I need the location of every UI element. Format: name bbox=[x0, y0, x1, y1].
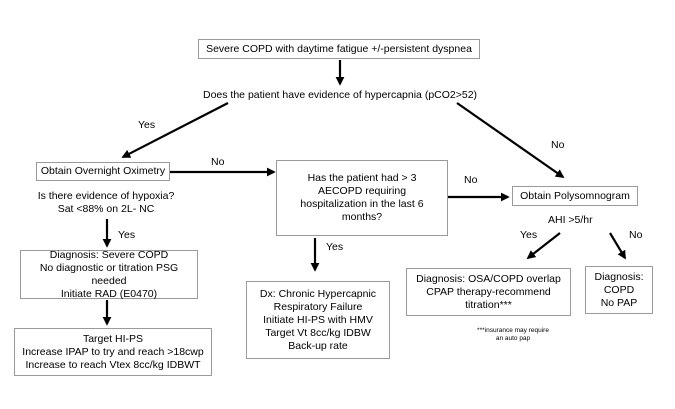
ahi-label: AHI >5/hr bbox=[548, 214, 593, 226]
diagnosis-severe-copd-line-3: Initiate RAD (E0470) bbox=[60, 287, 158, 300]
dx-chronic-line-4: Target Vt 8cc/kg IDBW bbox=[265, 326, 371, 339]
start-box: Severe COPD with daytime fatigue +/-pers… bbox=[198, 39, 480, 59]
yes-label-ahi: Yes bbox=[520, 229, 538, 241]
dx-chronic-line-5: Back-up rate bbox=[288, 339, 348, 352]
yes-label-aecopd: Yes bbox=[326, 241, 344, 253]
diagnosis-copd-line-1: Diagnosis: bbox=[594, 270, 644, 283]
aecopd-line-2: AECOPD requiring bbox=[317, 185, 407, 197]
diagnosis-copd-line-2: COPD bbox=[603, 283, 635, 296]
no-label-oximetry: No bbox=[211, 156, 225, 168]
diagnosis-osa-line-3: titration*** bbox=[465, 298, 512, 311]
diagnosis-copd-box: Diagnosis: COPD No PAP bbox=[585, 266, 653, 314]
target-hi-ps-box: Target HI-PS Increase IPAP to try and re… bbox=[14, 328, 212, 376]
insurance-note-line-2: an auto pap bbox=[495, 335, 531, 342]
no-label-hypercapnia: No bbox=[551, 139, 565, 151]
hypoxia-question: Is there evidence of hypoxia? Sat <88% o… bbox=[26, 190, 186, 216]
aecopd-line-3: hospitalization in the last 6 bbox=[300, 198, 424, 210]
arrow-question-to-oximetry bbox=[121, 102, 229, 158]
diagnosis-severe-copd-line-1: Diagnosis: Severe COPD bbox=[49, 248, 169, 261]
yes-label-hypoxia: Yes bbox=[118, 229, 136, 241]
aecopd-question-box: Has the patient had > 3 AECOPD requiring… bbox=[276, 160, 448, 236]
no-label-aecopd: No bbox=[464, 174, 478, 186]
insurance-note: ***insurance may require an auto pap bbox=[468, 327, 558, 343]
diagnosis-osa-line-2: CPAP therapy-recommend bbox=[426, 285, 551, 298]
no-label-ahi: No bbox=[629, 229, 643, 241]
arrow-ahi-to-copd bbox=[609, 232, 626, 260]
overnight-oximetry-box: Obtain Overnight Oximetry bbox=[36, 162, 170, 181]
dx-chronic-line-1: Dx: Chronic Hypercapnic bbox=[259, 287, 377, 300]
diagnosis-osa-line-1: Diagnosis: OSA/COPD overlap bbox=[416, 272, 561, 285]
arrow-question-to-polysomnogram bbox=[456, 102, 565, 179]
hypoxia-line-2: Sat <88% on 2L- NC bbox=[57, 203, 155, 215]
hypoxia-line-1: Is there evidence of hypoxia? bbox=[37, 190, 175, 202]
insurance-note-line-1: ***insurance may require bbox=[477, 327, 549, 334]
arrow-ahi-to-osa bbox=[526, 232, 561, 260]
start-text: Severe COPD with daytime fatigue +/-pers… bbox=[206, 42, 472, 55]
diagnosis-osa-box: Diagnosis: OSA/COPD overlap CPAP therapy… bbox=[406, 268, 571, 316]
dx-chronic-line-2: Respiratory Failure bbox=[273, 300, 363, 313]
diagnosis-severe-copd-box: Diagnosis: Severe COPD No diagnostic or … bbox=[20, 248, 198, 300]
polysomnogram-box: Obtain Polysomnogram bbox=[512, 186, 638, 206]
yes-label-hypercapnia: Yes bbox=[138, 119, 156, 131]
target-hi-ps-line-1: Target HI-PS bbox=[82, 332, 144, 345]
diagnosis-severe-copd-line-2: No diagnostic or titration PSG needed bbox=[39, 261, 179, 287]
dx-chronic-line-3: Initiate HI-PS with HMV bbox=[263, 313, 373, 326]
dx-chronic-hypercapnic-box: Dx: Chronic Hypercapnic Respiratory Fail… bbox=[246, 281, 390, 359]
polysomnogram-text: Obtain Polysomnogram bbox=[520, 189, 630, 202]
aecopd-line-4: months? bbox=[341, 211, 383, 223]
overnight-oximetry-text: Obtain Overnight Oximetry bbox=[40, 165, 166, 177]
aecopd-line-1: Has the patient had > 3 bbox=[307, 172, 417, 184]
target-hi-ps-line-2: Increase IPAP to try and reach >18cwp bbox=[22, 345, 204, 358]
target-hi-ps-line-3: Increase to reach Vtex 8cc/kg IDBWT bbox=[25, 358, 201, 371]
diagnosis-copd-line-3: No PAP bbox=[600, 296, 638, 309]
hypercapnia-question: Does the patient have evidence of hyperc… bbox=[203, 89, 478, 101]
